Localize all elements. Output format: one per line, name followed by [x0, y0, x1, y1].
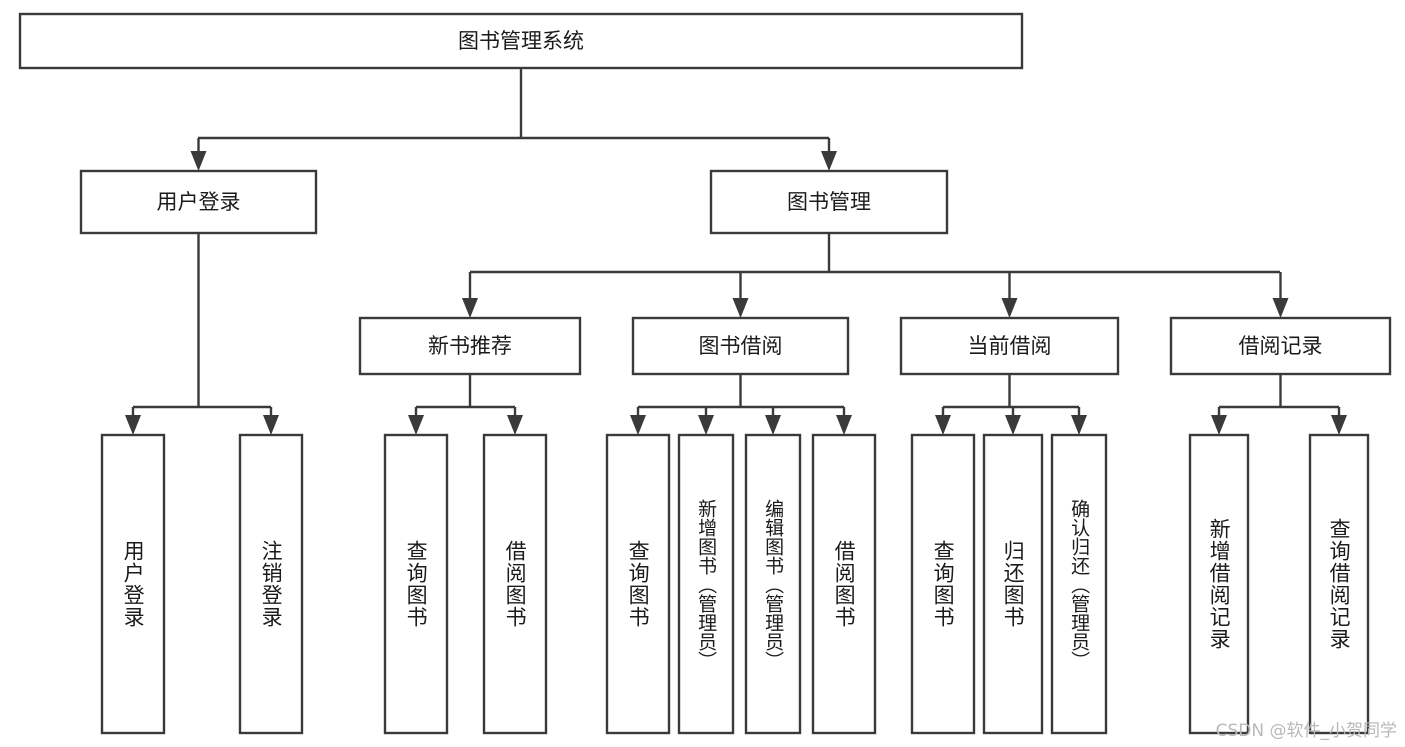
node-box[interactable] — [605, 433, 671, 735]
node-level3-3[interactable]: 借阅记录 — [1169, 316, 1392, 376]
arrow-head — [125, 415, 141, 435]
node-box[interactable] — [910, 433, 976, 735]
node-box[interactable] — [383, 433, 449, 735]
node-leaf-6[interactable] — [744, 433, 802, 735]
node-leaf-8[interactable] — [910, 433, 976, 735]
node-label: 图书管理系统 — [458, 29, 584, 53]
arrow-head — [630, 415, 646, 435]
connector-layer — [125, 68, 1347, 435]
arrow-head — [765, 415, 781, 435]
node-box[interactable] — [631, 316, 850, 376]
arrow-head — [836, 415, 852, 435]
node-level2-0[interactable]: 用户登录 — [79, 169, 318, 235]
arrow-head — [408, 415, 424, 435]
node-label: 借阅图书 — [503, 540, 528, 628]
node-label: 借阅图书 — [832, 540, 857, 628]
node-box[interactable] — [79, 169, 318, 235]
arrow-head — [698, 415, 714, 435]
node-label: 查询图书 — [404, 540, 429, 628]
node-box[interactable] — [100, 433, 166, 735]
node-box[interactable] — [238, 433, 304, 735]
arrow-head — [732, 298, 749, 318]
node-label: 编辑图书（管理员） — [762, 498, 785, 670]
node-leaf-2[interactable] — [383, 433, 449, 735]
arrow-head — [190, 151, 207, 171]
node-leaf-10[interactable] — [1050, 433, 1108, 735]
arrow-head — [1331, 415, 1347, 435]
node-label: 借阅记录 — [1239, 334, 1323, 358]
node-label: 新书推荐 — [428, 334, 512, 358]
node-label: 图书借阅 — [699, 334, 783, 358]
arrow-head — [1001, 298, 1018, 318]
arrow-head — [1071, 415, 1087, 435]
arrow-head — [1005, 415, 1021, 435]
node-leaf-5[interactable] — [677, 433, 735, 735]
node-label: 确认归还（管理员） — [1068, 498, 1091, 670]
arrow-head — [263, 415, 279, 435]
node-label: 查询图书 — [931, 540, 956, 628]
node-box[interactable] — [709, 169, 949, 235]
node-label: 当前借阅 — [968, 334, 1052, 358]
node-label: 归还图书 — [1001, 540, 1026, 628]
node-box[interactable] — [899, 316, 1120, 376]
node-label: 新增图书（管理员） — [695, 498, 718, 670]
node-box[interactable] — [1169, 316, 1392, 376]
node-root[interactable]: 图书管理系统 — [18, 12, 1024, 70]
node-level3-2[interactable]: 当前借阅 — [899, 316, 1120, 376]
arrow-head — [1211, 415, 1227, 435]
node-level3-1[interactable]: 图书借阅 — [631, 316, 850, 376]
node-leaf-7[interactable] — [811, 433, 877, 735]
node-level3-0[interactable]: 新书推荐 — [358, 316, 582, 376]
node-box[interactable] — [18, 12, 1024, 70]
node-leaf-3[interactable] — [482, 433, 548, 735]
node-label: 查询图书 — [626, 540, 651, 628]
node-box[interactable] — [358, 316, 582, 376]
node-box[interactable] — [1188, 433, 1250, 735]
arrow-head — [507, 415, 523, 435]
node-level2-1[interactable]: 图书管理 — [709, 169, 949, 235]
node-label: 注销登录 — [259, 540, 284, 628]
node-leaf-0[interactable] — [100, 433, 166, 735]
arrow-head — [462, 298, 478, 318]
node-box[interactable] — [744, 433, 802, 735]
node-box[interactable] — [811, 433, 877, 735]
node-label: 用户登录 — [121, 540, 146, 628]
node-leaf-11[interactable] — [1188, 433, 1250, 735]
node-leaf-9[interactable] — [982, 433, 1044, 735]
node-box[interactable] — [1050, 433, 1108, 735]
node-leaf-12[interactable] — [1308, 433, 1370, 735]
node-label: 新增借阅记录 — [1207, 518, 1232, 650]
node-box[interactable] — [677, 433, 735, 735]
node-box[interactable] — [1308, 433, 1370, 735]
node-leaf-1[interactable] — [238, 433, 304, 735]
node-label: 用户登录 — [157, 190, 241, 214]
node-label: 图书管理 — [787, 190, 871, 214]
arrow-head — [821, 151, 837, 171]
node-box[interactable] — [482, 433, 548, 735]
node-leaf-4[interactable] — [605, 433, 671, 735]
arrow-head — [1272, 298, 1289, 318]
node-box[interactable] — [982, 433, 1044, 735]
arrow-head — [935, 415, 951, 435]
csdn-watermark: CSDN @软件_小贺同学 — [1215, 721, 1397, 741]
node-label: 查询借阅记录 — [1327, 518, 1352, 650]
